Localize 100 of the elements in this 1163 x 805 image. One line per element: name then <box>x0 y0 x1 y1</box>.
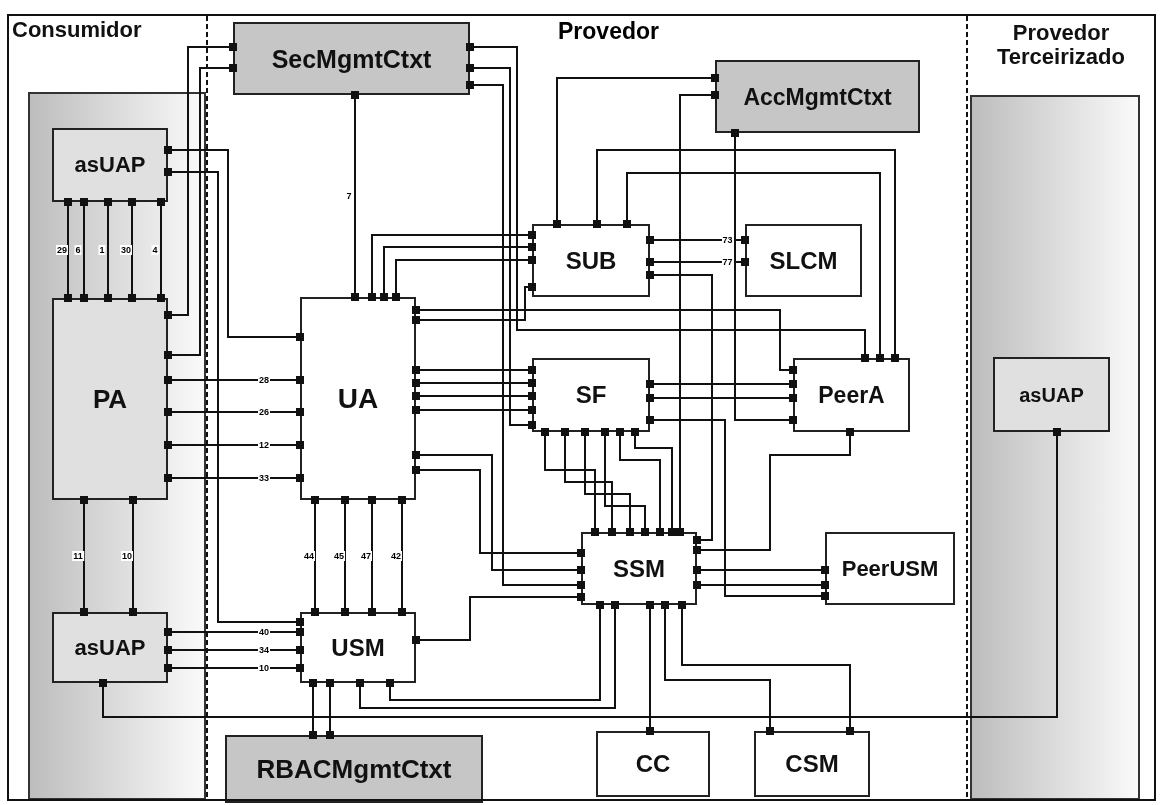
connector-line <box>309 679 317 739</box>
connector-line <box>561 428 616 536</box>
connector-line <box>646 258 749 266</box>
connector-line <box>412 406 536 414</box>
connector-line <box>631 428 676 536</box>
connector-line <box>129 496 137 616</box>
edge-label: 33 <box>258 473 270 483</box>
connector-line <box>678 601 854 735</box>
connector-line <box>368 496 376 616</box>
component-label: PA <box>91 383 129 415</box>
edge-label: 10 <box>258 663 270 673</box>
connector-line <box>341 496 349 616</box>
connector-line <box>164 408 304 416</box>
edge-label: 28 <box>258 375 270 385</box>
edge-label: 29 <box>56 245 68 255</box>
edge-label: 1 <box>98 245 106 255</box>
component-box <box>532 224 650 297</box>
connector-line <box>646 416 829 600</box>
connector-line <box>368 231 536 301</box>
component-box <box>596 731 710 797</box>
component-label: SUB <box>564 246 618 275</box>
connector-line <box>412 392 536 400</box>
component-box <box>793 358 910 432</box>
connector-line <box>311 496 319 616</box>
connector-line <box>412 593 585 644</box>
connector-line <box>646 236 749 244</box>
connector-line <box>164 441 304 449</box>
connector-line <box>164 64 237 359</box>
connector-line <box>64 198 72 302</box>
component-label: PeerA <box>817 381 886 409</box>
component-box <box>825 532 955 605</box>
connector-line <box>398 496 406 616</box>
edge-label: 45 <box>333 551 345 561</box>
connector-line <box>676 91 719 536</box>
connector-line <box>466 81 585 589</box>
edge-label: 30 <box>120 245 132 255</box>
connector-line <box>601 428 649 536</box>
component-box <box>52 612 168 683</box>
component-label: asUAP <box>1018 383 1085 406</box>
connector-line <box>412 379 536 387</box>
connector-line <box>80 198 88 302</box>
component-box <box>532 358 650 432</box>
context-box <box>233 22 470 95</box>
edge-label: 47 <box>360 551 372 561</box>
connector-line <box>661 601 774 735</box>
connector-line <box>553 74 719 228</box>
context-box <box>225 735 483 803</box>
connector-line <box>164 146 304 341</box>
region-heading: Provedor Terceirizado <box>996 21 1126 70</box>
component-label: asUAP <box>73 634 147 661</box>
region-heading: Consumidor <box>12 18 142 43</box>
component-label: UA <box>336 382 380 415</box>
connector-line <box>623 172 884 362</box>
edge-label: 7 <box>345 191 353 201</box>
connector-line <box>581 428 634 536</box>
edge-label: 26 <box>258 407 270 417</box>
connector-line <box>693 428 854 554</box>
component-label: SF <box>574 381 608 409</box>
edge-label: 34 <box>258 645 270 655</box>
connector-line <box>104 198 112 302</box>
connector-line <box>99 428 1061 718</box>
connector-line <box>412 366 536 374</box>
component-label: PeerUSM <box>840 555 940 582</box>
connector-line <box>646 271 713 544</box>
component-box <box>300 612 416 683</box>
connector-line <box>466 43 869 362</box>
connector-line <box>164 168 304 626</box>
component-box <box>754 731 870 797</box>
connector-line <box>380 243 536 301</box>
connector-line <box>386 601 604 701</box>
component-label: RBACMgmtCtxt <box>255 753 453 785</box>
component-label: SLCM <box>768 246 839 275</box>
connector-line <box>164 474 304 482</box>
component-label: asUAP <box>73 152 147 178</box>
component-box <box>52 128 168 202</box>
connector-line <box>164 664 304 672</box>
component-label: SSM <box>612 554 666 583</box>
connector-line <box>412 283 536 324</box>
connector-line <box>326 679 334 739</box>
edge-label: 42 <box>390 551 402 561</box>
connector-line <box>593 149 899 362</box>
connector-line <box>731 129 797 424</box>
connector-line <box>412 466 585 557</box>
component-box <box>745 224 862 297</box>
connector-line <box>392 256 536 301</box>
edge-label: 73 <box>721 235 734 245</box>
edge-label: 77 <box>721 257 734 267</box>
connector-line <box>693 581 829 589</box>
component-label: USM <box>330 633 386 662</box>
connector-line <box>646 380 797 388</box>
component-box <box>993 357 1110 432</box>
component-box <box>300 297 416 500</box>
connector-line <box>80 496 88 616</box>
connector-line <box>351 91 359 301</box>
connector-line <box>164 628 304 636</box>
edge-label: 6 <box>74 245 82 255</box>
connector-line <box>164 646 304 654</box>
connector-line <box>616 428 664 536</box>
edge-label: 11 <box>72 551 84 561</box>
component-label: AccMgmtCtxt <box>742 83 893 110</box>
